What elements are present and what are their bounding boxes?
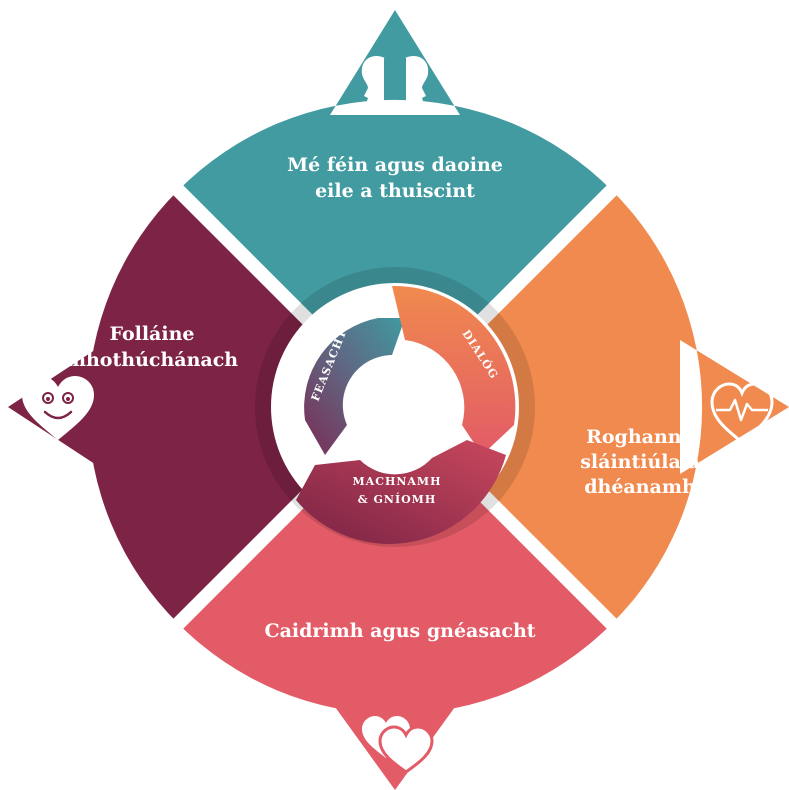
smiley-heart-icon — [22, 376, 94, 440]
cycle-segment-feasacht — [304, 318, 405, 455]
two-hearts-icon — [362, 716, 434, 774]
quadrant-left-shape — [8, 190, 309, 624]
quadrant-right-shape — [481, 190, 789, 624]
quadrant-top — [178, 10, 612, 321]
quadrant-right — [481, 190, 789, 624]
cycle-segment-machnamh — [296, 440, 506, 544]
quadrant-bottom-label-line1: Caidrimh agus gnéasacht — [264, 620, 535, 642]
quadrant-right-label-line1: Roghanna — [586, 426, 694, 448]
cycle-label-machnamh-line2: & GNÍOMH — [358, 492, 437, 506]
cycle-label-machnamh-line1: MACHNAMH — [352, 475, 441, 488]
cycle-ring — [296, 285, 516, 544]
quadrant-left-label-line2: mhothúchánach — [66, 349, 238, 371]
quadrant-left — [8, 190, 309, 624]
cycle-center-hole — [347, 359, 443, 455]
heartbeat-heart-icon — [710, 382, 774, 444]
quadrant-left-label-line1: Folláine — [110, 323, 195, 345]
quadrant-bottom — [178, 493, 612, 790]
quadrant-top-shape — [178, 10, 612, 321]
cycle-segment-dialog — [392, 285, 516, 455]
two-faces-icon — [361, 55, 429, 110]
quadrant-top-label-line1: Mé féin agus daoine — [287, 154, 503, 176]
quadrant-top-label-line2: eile a thuiscint — [315, 180, 475, 202]
quadrant-right-label-line3: dhéanamh — [584, 476, 696, 498]
quadrant-right-label-line2: sláintiúla a — [580, 451, 700, 473]
quadrant-bottom-shape — [178, 493, 612, 790]
